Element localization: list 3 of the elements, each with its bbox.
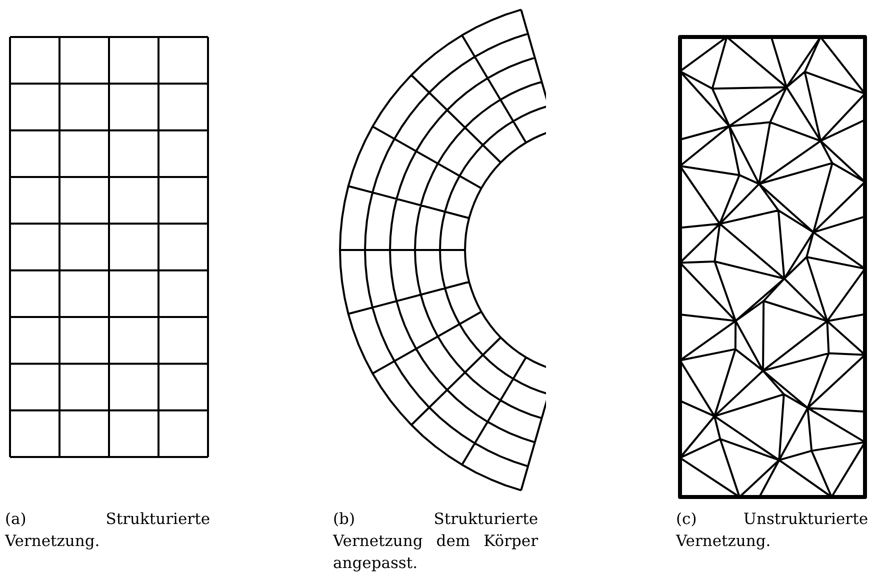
figure-caption: (a) Strukturierte Vernetzung. [5,509,210,552]
figure-caption: (c) Unstrukturierte Vernetzung. [676,509,868,552]
figure-caption: (b) Strukturierte Vernetzung dem Körper angepasst. [333,509,538,574]
